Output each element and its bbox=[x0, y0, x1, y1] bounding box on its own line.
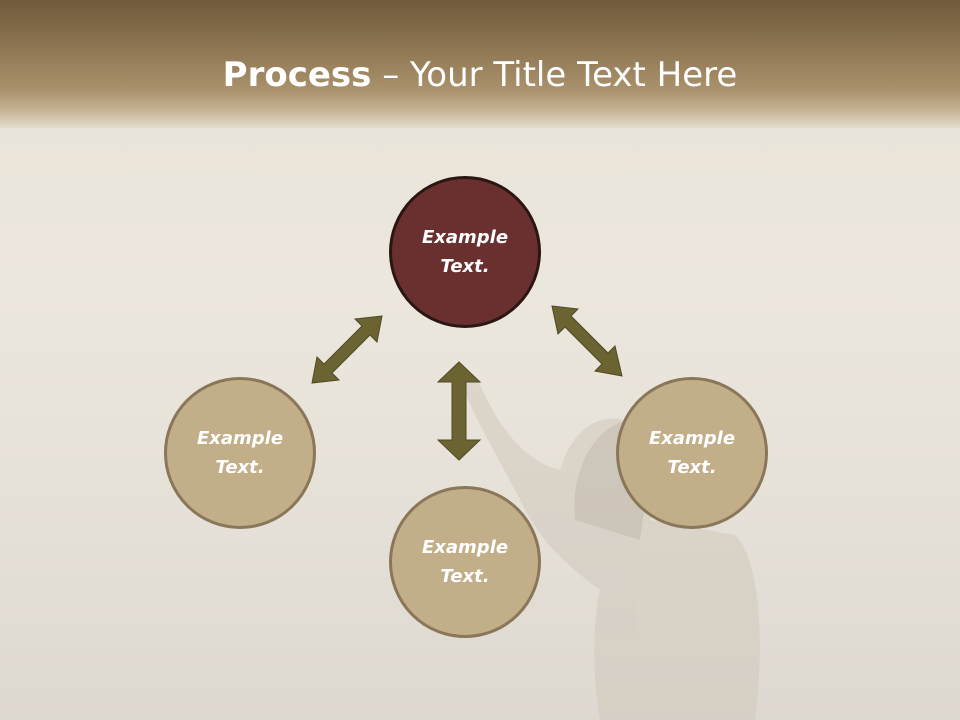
node-left: Example Text. bbox=[164, 377, 316, 529]
node-bottom: Example Text. bbox=[389, 486, 541, 638]
node-right-label: Example Text. bbox=[648, 428, 736, 478]
node-top: Example Text. bbox=[389, 176, 541, 328]
node-top-label: Example Text. bbox=[421, 227, 509, 277]
node-bottom-label: Example Text. bbox=[421, 537, 509, 587]
title-bar bbox=[0, 0, 960, 128]
title-text: Your Title Text Here bbox=[410, 55, 738, 95]
title-bold: Process bbox=[222, 55, 372, 95]
arrow-left-diagonal bbox=[311, 315, 383, 384]
slide-title: Process – Your Title Text Here bbox=[0, 54, 960, 96]
node-left-label: Example Text. bbox=[196, 428, 284, 478]
arrow-vertical bbox=[436, 361, 482, 461]
arrow-right-diagonal bbox=[551, 305, 623, 377]
node-right: Example Text. bbox=[616, 377, 768, 529]
title-separator: – bbox=[371, 55, 411, 95]
